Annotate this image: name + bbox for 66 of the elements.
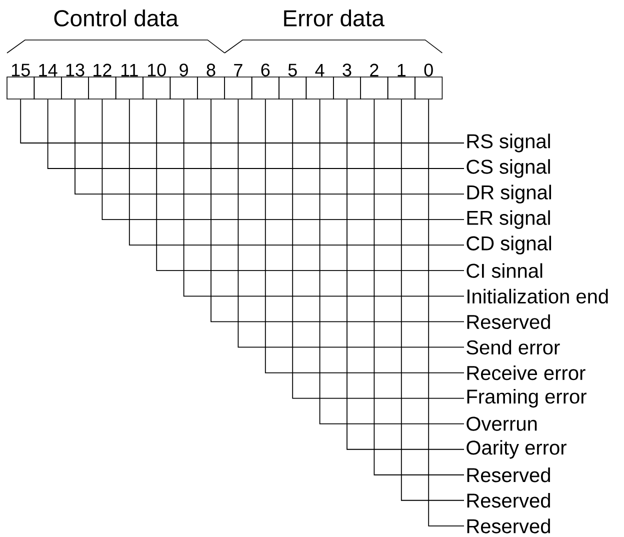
signal-label: ER signal	[467, 210, 550, 229]
signal-label: Receive error	[467, 365, 586, 380]
connector-line	[428, 98, 464, 526]
signal-label: CS signal	[466, 159, 550, 178]
node-label: 7	[234, 64, 242, 76]
bit-box: 1	[387, 64, 416, 100]
node-label: 1	[398, 64, 406, 76]
bit-box: 10	[142, 64, 171, 100]
signal-label: Reserved	[467, 493, 550, 508]
bit-box: 9	[170, 64, 198, 100]
signal-label: Send error	[466, 340, 560, 355]
node-label: 2	[370, 64, 378, 76]
node-label: 3	[342, 64, 352, 76]
bit-box: 5	[278, 64, 307, 100]
connector-line	[74, 98, 464, 195]
group-title: Error data	[284, 10, 385, 26]
signal-label: CI sinnal	[466, 263, 542, 278]
signal-label: Overrun	[466, 416, 537, 431]
signal-label: Framing error	[467, 388, 586, 408]
bit-box: 14	[34, 64, 62, 100]
signal-label: RS signal	[467, 134, 550, 152]
connector-line	[20, 98, 464, 144]
bit-box: 12	[88, 64, 116, 100]
connector-line	[319, 98, 464, 424]
node-label: 10	[148, 64, 166, 76]
bit-box: 6	[251, 64, 280, 100]
connector-line	[102, 98, 464, 220]
connector-line	[292, 98, 464, 399]
connector-line	[156, 98, 464, 272]
bit-box: 2	[360, 64, 388, 100]
bit-box: 7	[224, 64, 252, 100]
bit-box: 8	[197, 64, 225, 100]
connector-line	[400, 98, 464, 501]
bit-box: 3	[333, 64, 361, 100]
signal-label: Initialization end	[468, 288, 608, 304]
connector-line	[47, 98, 464, 169]
connector-line	[264, 98, 464, 374]
connector-line	[346, 98, 464, 450]
node-label: 4	[315, 64, 324, 76]
signal-label: DR signal	[467, 184, 552, 204]
node-label: 15	[12, 64, 30, 76]
signal-label: Reserved	[467, 314, 550, 330]
connector-line	[183, 98, 464, 297]
group-title: Control data	[54, 10, 178, 26]
bit-box: 15	[6, 64, 35, 100]
signal-label: CD signal	[466, 236, 552, 254]
node-label: 13	[66, 64, 84, 76]
node-label: 12	[94, 64, 112, 76]
node-label: 6	[261, 64, 270, 76]
node-label: 5	[288, 64, 297, 76]
connector-line	[210, 98, 464, 322]
signal-label: Reserved	[467, 518, 550, 534]
node-label: 8	[206, 64, 216, 76]
bit-box: 4	[306, 64, 334, 100]
node-label: 9	[180, 64, 188, 76]
node-label: 11	[121, 64, 138, 76]
connector-line	[238, 98, 464, 348]
node-label: 0	[424, 64, 433, 76]
bit-box: 11	[115, 64, 144, 100]
bit-box: 0	[414, 64, 443, 100]
signal-label: Reserved	[467, 468, 550, 482]
connector-line	[128, 98, 464, 246]
bit-box: 13	[61, 64, 89, 100]
node-label: 14	[39, 64, 58, 76]
connector-line	[374, 98, 464, 476]
signal-label: Oarity error	[466, 440, 566, 459]
